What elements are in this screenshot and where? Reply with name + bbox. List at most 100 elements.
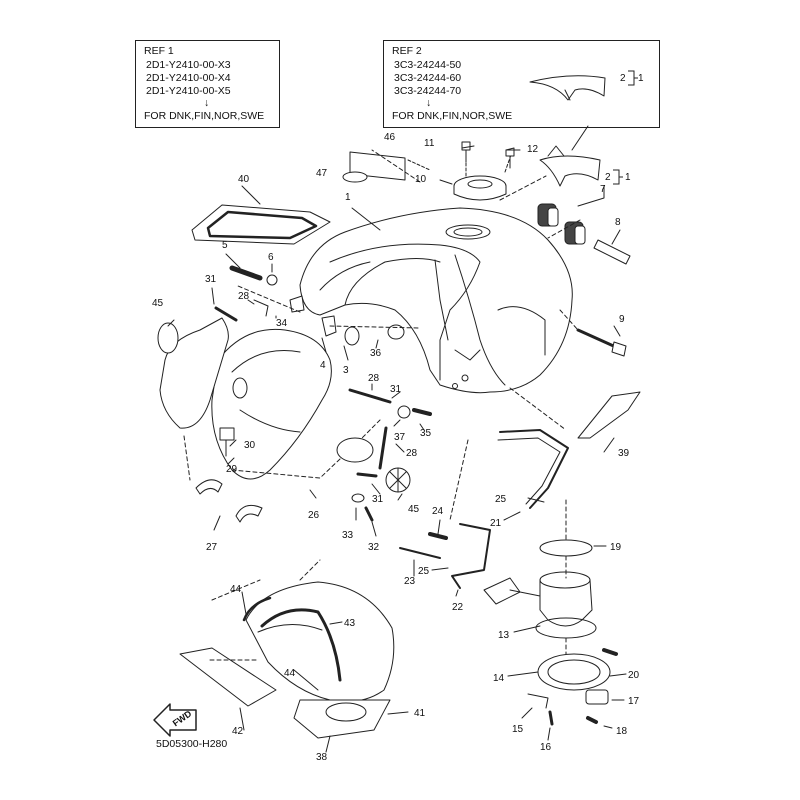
emblem-part [539,155,601,187]
callout-16: 16 [540,742,552,753]
callout-7: 7 [600,184,606,195]
grommet-45 [157,322,179,354]
fwd-arrow [153,703,197,737]
callout-31a: 31 [205,274,217,285]
callout-20: 20 [628,670,640,681]
bolt-18 [586,716,598,724]
seal-43 [260,608,342,682]
callout-27: 27 [206,542,218,553]
base-41 [293,699,391,739]
bolt-12 [505,147,515,169]
lower-shell [245,581,395,703]
callout-25b: 25 [418,566,430,577]
clip-34 [253,299,269,317]
callout-9: 9 [619,314,625,325]
ref2-code-1: 3C3-24244-50 [394,59,462,71]
side-cover-26 [211,328,332,480]
clamp-27a [195,479,223,495]
gasket-19 [539,539,593,557]
clip-15 [527,693,549,709]
callout-43: 43 [344,618,356,629]
bolt-5 [229,265,263,281]
grommet-36 [387,324,405,340]
callout-28c: 28 [406,448,418,459]
callout-29: 29 [226,464,238,475]
screw-35 [412,408,432,416]
callout-45b: 45 [408,504,420,515]
grommet-3 [344,326,360,346]
pin-28c [378,426,388,470]
callout-35: 35 [420,428,432,439]
callout-28a: 28 [238,291,250,302]
clip-31 [356,472,378,478]
callout-14: 14 [493,673,505,684]
screw-16 [548,710,554,726]
callout-23: 23 [404,576,416,587]
emblem-ref2-part [529,75,606,101]
bracket-a-qty: 2 [620,73,626,84]
clamp-27b [235,504,263,523]
callout-31b: 31 [390,384,402,395]
grommet-30 [219,427,235,441]
ref1-note: FOR DNK,FIN,NOR,SWE [144,110,265,122]
seal-44a [242,596,272,622]
bolt-9 [576,328,620,350]
ref1-box: REF 1 2D1-Y2410-00-X3 2D1-Y2410-00-X4 2D… [135,40,280,128]
connector-17 [585,689,609,705]
callout-31c: 31 [372,494,384,505]
ref2-arrow: ↓ [426,97,432,109]
hose-21 [499,429,569,509]
joint-24 [428,532,448,540]
callout-3: 3 [343,365,349,376]
callout-33: 33 [342,530,354,541]
callout-17: 17 [628,696,640,707]
sheet-42 [179,647,277,707]
ref2-box: REF 2 3C3-24244-50 3C3-24244-60 3C3-2424… [383,40,660,128]
callout-11: 11 [424,138,435,149]
callout-6: 6 [268,252,274,263]
callout-40: 40 [238,174,250,185]
bolt-11 [461,141,471,163]
callout-22: 22 [452,602,464,613]
bracket-4 [321,315,337,337]
screw-32 [364,506,374,522]
callout-10: 10 [415,174,427,185]
callout-32: 32 [368,542,380,553]
callout-47: 47 [316,168,328,179]
fuel-tank-body [299,207,573,394]
callout-37: 37 [394,432,406,443]
callout-25a: 25 [495,494,507,505]
callout-39: 39 [618,448,630,459]
callout-34: 34 [276,318,288,329]
callout-21: 21 [490,518,502,529]
callout-12: 12 [527,144,539,155]
washer-33 [351,493,365,503]
ref2-code-3: 3C3-24244-70 [394,85,462,97]
callout-28b: 28 [368,373,380,384]
callout-41: 41 [414,708,426,719]
callout-18: 18 [616,726,628,737]
callout-4: 4 [320,360,326,371]
callout-38: 38 [316,752,328,763]
bracket-b-ref: 1 [625,172,631,183]
pin-28a [214,306,238,322]
callout-5: 5 [222,240,228,251]
bolt-20 [602,648,618,656]
callout-26: 26 [308,510,320,521]
sticker-46 [349,151,406,181]
ref1-title: REF 1 [144,45,174,57]
callout-13: 13 [498,630,510,641]
callout-36: 36 [370,348,382,359]
callout-1: 1 [345,192,351,203]
washer-37 [397,405,411,419]
hose-22 [451,523,491,589]
callout-42: 42 [232,726,244,737]
collar-8 [593,239,631,265]
plate-14 [537,653,611,691]
callout-46: 46 [384,132,396,143]
ref2-code-2: 3C3-24244-60 [394,72,462,84]
pipe-23 [399,547,441,559]
ref1-code-1: 2D1-Y2410-00-X3 [146,59,231,71]
pin-28b [348,388,392,404]
